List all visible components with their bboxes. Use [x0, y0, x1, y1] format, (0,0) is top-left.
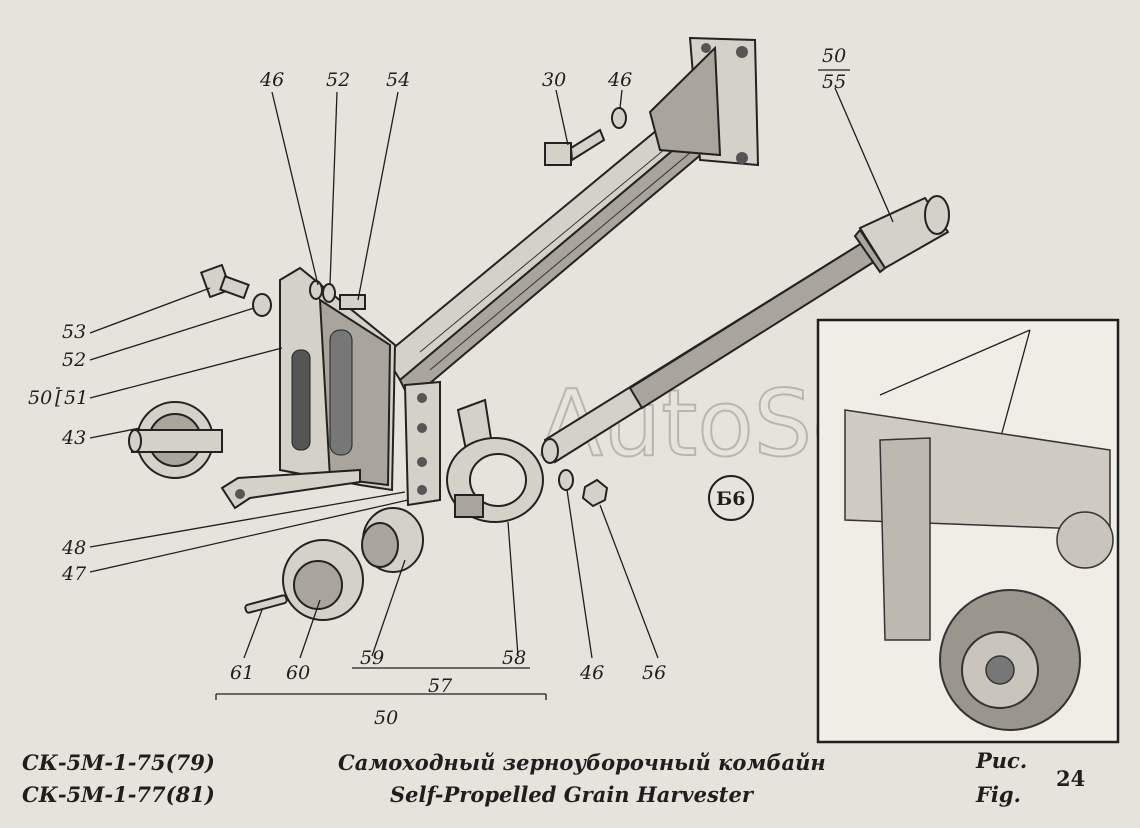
sprocket-60	[282, 539, 364, 621]
callout-48: 48	[61, 537, 86, 559]
washer-52-top	[322, 283, 336, 303]
figure-number: 24	[1056, 766, 1086, 791]
bolt-53	[199, 263, 250, 300]
callout-50-bracket: 50	[28, 387, 52, 409]
inset-view	[816, 318, 1120, 744]
model-number-1: СК-5М-1-75(79)	[22, 750, 215, 775]
callout-56: 56	[642, 662, 666, 684]
bolt-54	[339, 294, 366, 310]
callout-labels: 46 52 54 30 46 50 55 53 52 50 [ 51 43 48…	[28, 45, 846, 729]
figure-label-english: Fig.	[976, 782, 1021, 807]
callout-55: 55	[822, 71, 846, 93]
callout-59: 59	[360, 647, 384, 669]
washer-46-top	[611, 107, 627, 129]
callout-50-bottom: 50	[374, 707, 398, 729]
callout-50-over-55-top: 50	[822, 45, 846, 67]
callout-43: 43	[61, 427, 86, 449]
figure-label-russian: Рис.	[976, 748, 1028, 773]
model-number-2: СК-5М-1-77(81)	[22, 782, 215, 807]
sprocket-assembly-43	[128, 401, 223, 479]
washer-46-bottom	[558, 469, 574, 491]
view-marker-circle	[708, 475, 754, 521]
callout-51: 51	[64, 387, 88, 409]
callout-60: 60	[286, 662, 310, 684]
bearing-bracket	[220, 266, 397, 510]
title-russian: Самоходный зерноуборочный комбайн	[338, 750, 826, 775]
callout-61: 61	[230, 662, 254, 684]
washer-52	[252, 293, 272, 317]
callout-46-bottom: 46	[579, 662, 604, 684]
bracket-glyph: [	[55, 387, 63, 409]
callout-47: 47	[61, 563, 87, 585]
clamp-plate	[403, 380, 441, 507]
callout-30: 30	[542, 69, 566, 91]
callout-57: 57	[428, 675, 453, 697]
callout-52-left: 52	[62, 349, 86, 371]
shaft-sleeve	[853, 195, 950, 274]
leader-lines	[56, 69, 894, 700]
callout-58: 58	[502, 647, 526, 669]
clamp-58	[446, 398, 544, 523]
title-english: Self-Propelled Grain Harvester	[390, 782, 753, 807]
callout-46-top-left: 46	[259, 69, 284, 91]
callout-53: 53	[62, 321, 86, 343]
bolt-30	[544, 128, 606, 166]
view-marker-label: Б6	[716, 488, 745, 510]
nut-56	[581, 478, 609, 508]
callout-54: 54	[386, 69, 410, 91]
washer-46	[309, 280, 323, 300]
mounting-flange-plate	[648, 36, 760, 167]
callout-52-top: 52	[326, 69, 350, 91]
bearing-housing-59	[361, 507, 424, 573]
callout-46-top-right: 46	[607, 69, 632, 91]
key-61	[244, 594, 288, 614]
